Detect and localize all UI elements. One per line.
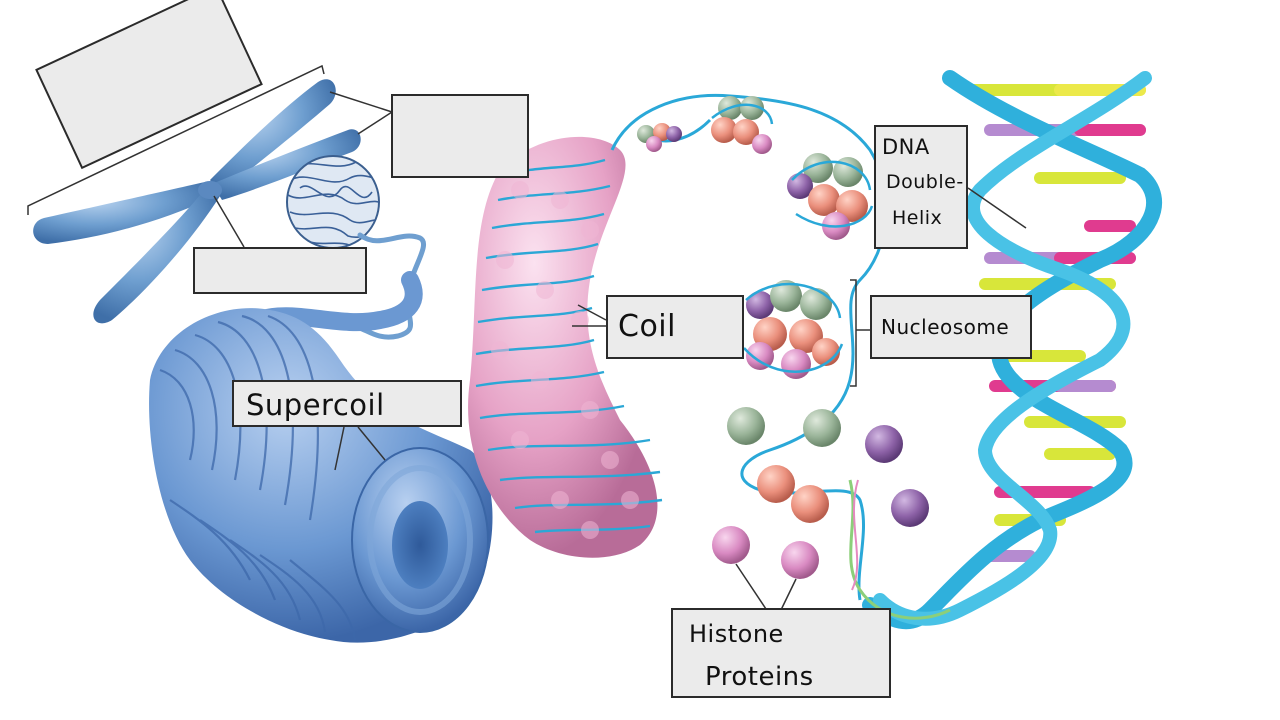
nucleosome-cluster-icon bbox=[637, 96, 874, 240]
coil-label: Coil bbox=[618, 309, 676, 344]
dna-label-line1: DNA bbox=[882, 135, 930, 159]
nucleosome-label: Nucleosome bbox=[881, 315, 1010, 339]
histone-sphere-icon bbox=[712, 407, 929, 613]
dna-label-line3: Helix bbox=[892, 207, 943, 229]
chromatid-label-box[interactable] bbox=[391, 94, 529, 178]
supercoil-icon bbox=[149, 271, 493, 643]
supercoil-label-box[interactable]: Supercoil bbox=[232, 380, 462, 427]
supercoil-label: Supercoil bbox=[246, 388, 385, 422]
centromere-label-box[interactable] bbox=[193, 247, 367, 294]
nucleosome-label-box[interactable]: Nucleosome bbox=[870, 295, 1032, 359]
coil-label-box[interactable]: Coil bbox=[606, 295, 744, 359]
chromosome-icon bbox=[27, 64, 361, 324]
leader-lines bbox=[213, 91, 607, 471]
histone-label-box[interactable]: Histone Proteins bbox=[671, 608, 891, 698]
nucleosome-icon bbox=[743, 279, 870, 387]
histone-label-line2: Proteins bbox=[705, 662, 814, 692]
dna-label-box[interactable]: DNA Double- Helix bbox=[874, 125, 968, 249]
double-helix-icon bbox=[848, 70, 1163, 630]
histone-label-line1: Histone bbox=[689, 620, 784, 648]
dna-label-line2: Double- bbox=[886, 171, 964, 193]
coil-icon bbox=[468, 136, 663, 558]
